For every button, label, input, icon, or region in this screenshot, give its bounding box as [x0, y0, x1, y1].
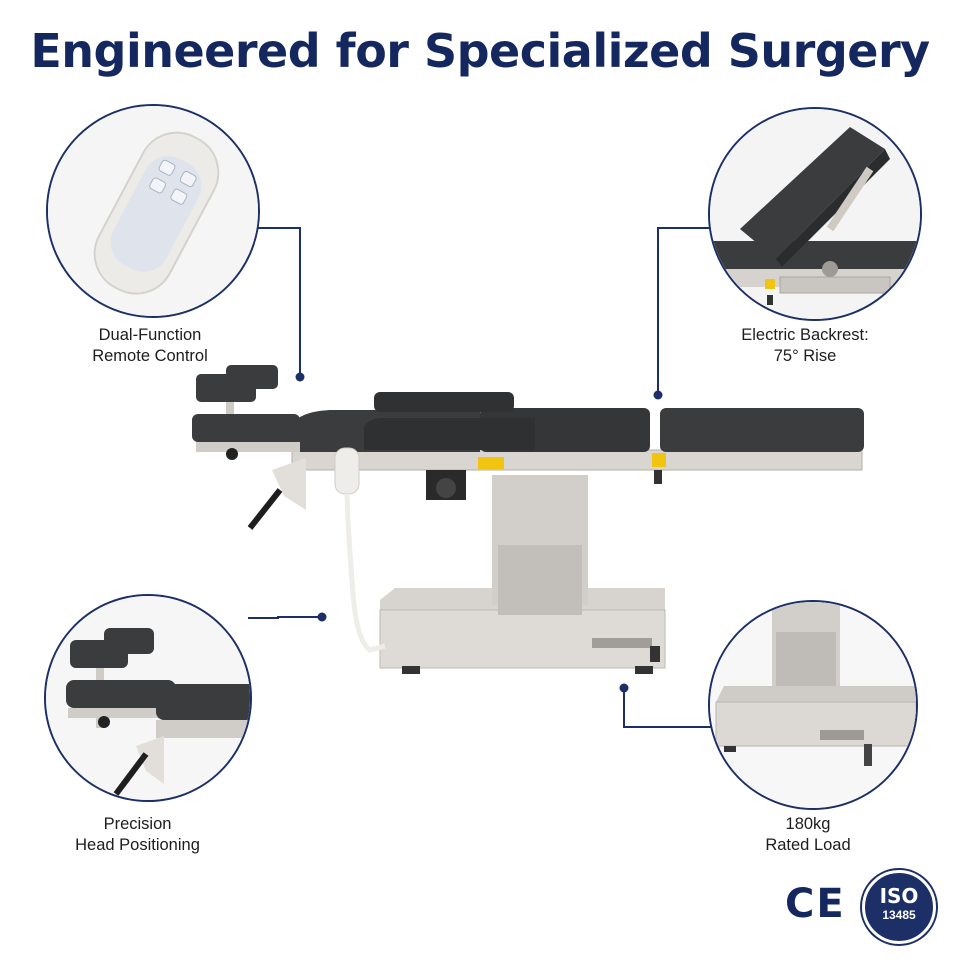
remote-control-detail	[46, 104, 260, 318]
page-title: Engineered for Specialized Surgery	[30, 24, 930, 78]
head-positioning-detail	[44, 594, 252, 802]
base-detail	[708, 600, 918, 810]
backrest-detail	[708, 107, 922, 321]
caption-head-positioning: Precision Head Positioning	[75, 815, 200, 854]
iso-number: 13485	[882, 908, 916, 922]
operating-table-image	[192, 365, 864, 674]
caption-remote-control: Dual-Function Remote Control	[92, 326, 208, 365]
iso-label: ISO	[879, 884, 919, 908]
iso-badge: ISO 13485	[862, 870, 936, 944]
caption-backrest: Electric Backrest: 75° Rise	[741, 326, 869, 365]
ce-mark: CE	[785, 881, 846, 927]
caption-rated-load: 180kg Rated Load	[765, 815, 851, 854]
